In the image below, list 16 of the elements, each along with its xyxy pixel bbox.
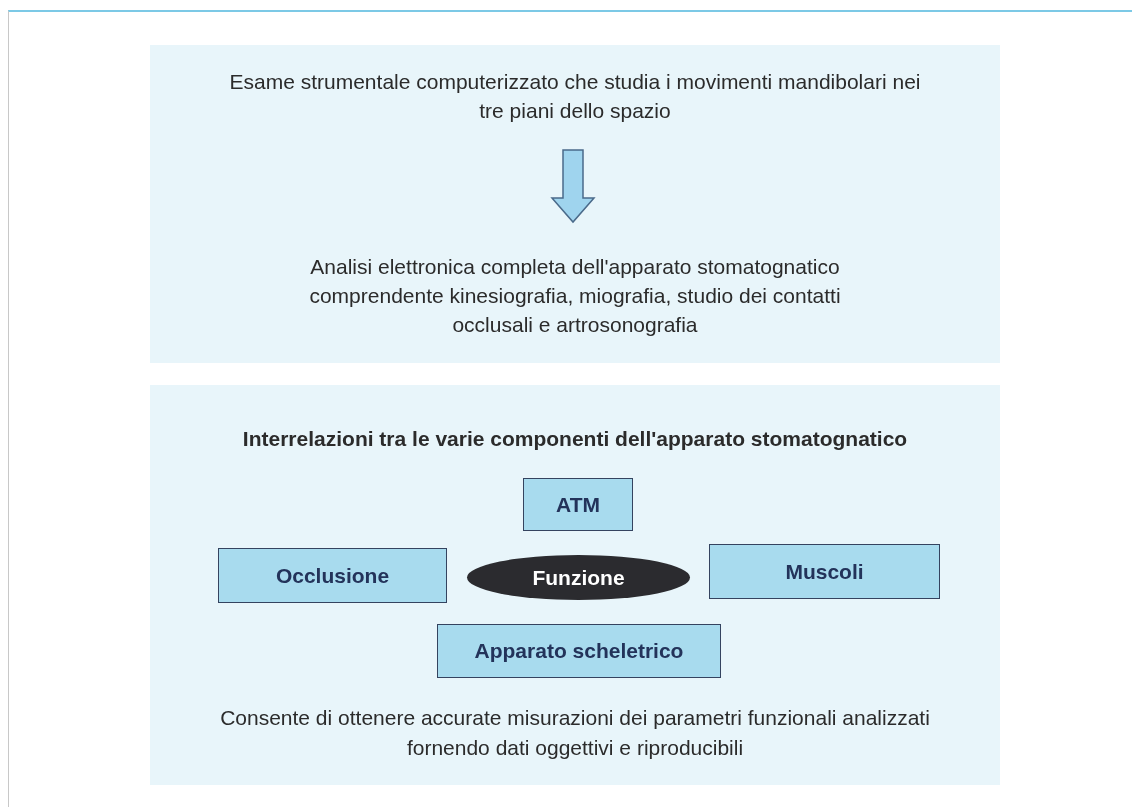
block-arrow <box>550 149 596 224</box>
component-box <box>218 548 447 603</box>
panel <box>150 45 1000 363</box>
box-label: ATM <box>556 491 600 518</box>
box-label: Occlusione <box>275 562 390 589</box>
description-text: Esame strumentale computerizzato che studia i movimenti mandibolari nei tre piani dello spazio <box>228 69 922 124</box>
box-label: Muscoli <box>785 558 864 585</box>
panel-heading: Interrelazioni tra le varie componenti dell'apparato stomatognatico <box>241 426 909 452</box>
component-box <box>437 624 721 678</box>
panel-footer-text: Consente di ottenere accurate misurazioni dei parametri funzionali analizzati fornendo dati oggettivi e riproducibili <box>220 705 930 761</box>
box-label: Funzione <box>532 564 625 591</box>
component-box <box>709 544 940 599</box>
description-text: Analisi elettronica completa dell'apparato stomatognatico comprendente kinesiografia, miografia, studio dei contatti occlusali e artrosonografia <box>308 254 842 338</box>
box-label: Apparato scheletrico <box>474 638 684 665</box>
panel <box>150 385 1000 785</box>
component-box <box>523 478 633 531</box>
